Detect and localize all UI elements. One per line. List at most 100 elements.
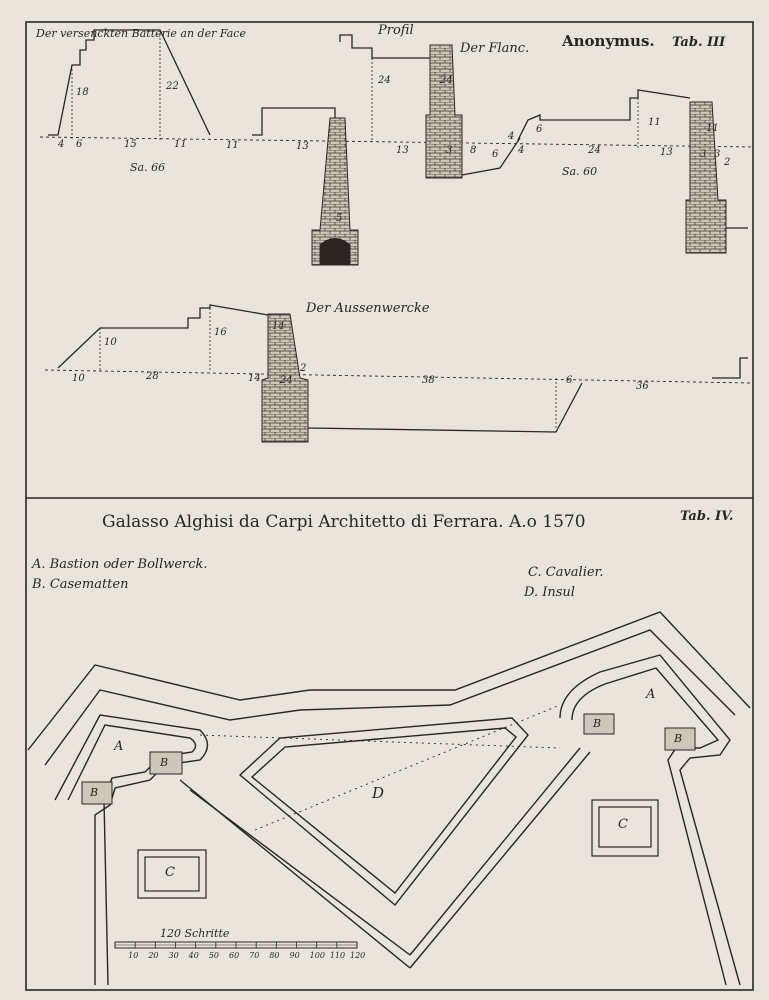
wall-flanc bbox=[425, 44, 463, 179]
dim-label: 13 bbox=[296, 141, 309, 152]
plan-label-b: B bbox=[593, 717, 602, 730]
cavalier-c-right-inner bbox=[598, 806, 652, 848]
dim-label: 5 bbox=[336, 213, 343, 224]
dim-label: 16 bbox=[214, 327, 227, 338]
sightline-2 bbox=[254, 704, 561, 831]
scale-tick-label: 90 bbox=[289, 951, 300, 960]
plan-label-d: D bbox=[372, 784, 385, 802]
profile-second bbox=[252, 107, 336, 136]
title-outerworks: Der Aussenwercke bbox=[306, 301, 430, 316]
dim-label: 2 bbox=[724, 157, 731, 168]
casemate-b-right-2 bbox=[664, 727, 696, 751]
wall-fourth bbox=[685, 101, 727, 254]
legend-a: A. Bastion oder Bollwerck. bbox=[32, 557, 208, 572]
scale-tick-label: 70 bbox=[249, 951, 260, 960]
dim-label: 11 bbox=[706, 123, 719, 134]
dim-label: 10 bbox=[72, 373, 85, 384]
scale-tick-label: 110 bbox=[329, 951, 346, 960]
dim-label: 13 bbox=[396, 145, 409, 156]
plan-island-d-inner bbox=[250, 727, 517, 894]
cavalier-c-left-inner bbox=[144, 856, 200, 892]
scale-tick-label: 30 bbox=[168, 951, 179, 960]
title-face-battery: Der versenckten Batterie an der Face bbox=[36, 27, 246, 40]
plan-outer-trace bbox=[27, 611, 751, 751]
plan-label-c-left: C bbox=[165, 865, 175, 880]
outer-border bbox=[25, 21, 754, 991]
dim-label: 6 bbox=[566, 375, 573, 386]
plan-label-b: B bbox=[160, 756, 169, 769]
scale-title: 120 Schritte bbox=[160, 927, 230, 940]
dim-label: 38 bbox=[422, 375, 435, 386]
dim-label: 11 bbox=[174, 139, 187, 150]
plan-left-bastion bbox=[54, 714, 209, 985]
dim-label: 18 bbox=[76, 87, 89, 98]
profile-face-battery bbox=[48, 29, 211, 136]
plan-label-a-left: A bbox=[114, 739, 124, 754]
profile-fourth bbox=[517, 89, 691, 141]
sum-label-1: Sa. 66 bbox=[130, 161, 166, 174]
author-name: Anonymus. bbox=[562, 32, 655, 50]
scale-tick-label: 80 bbox=[269, 951, 280, 960]
casemate-arch bbox=[319, 238, 351, 266]
dim-label: 2 bbox=[300, 363, 307, 374]
dim-label: 13 bbox=[660, 147, 673, 158]
dim-label: 6 bbox=[76, 139, 83, 150]
dim-label: 3 bbox=[714, 149, 721, 160]
dim-label: 6 bbox=[536, 124, 543, 135]
plan-label-a-right: A bbox=[646, 687, 656, 702]
dim-label: 3 bbox=[446, 145, 453, 156]
label-flanc: Der Flanc. bbox=[460, 41, 530, 56]
scale-tick-label: 60 bbox=[229, 951, 240, 960]
plan-label-b: B bbox=[90, 786, 99, 799]
profile-flanc-foot bbox=[461, 137, 521, 176]
tab-iii-label: Tab. III bbox=[672, 35, 726, 50]
dim-label: 11 bbox=[648, 117, 661, 128]
dim-label: 24 bbox=[378, 75, 391, 86]
scale-tick-label: 10 bbox=[128, 951, 139, 960]
dim-label: 4 bbox=[58, 139, 65, 150]
plan-counterscarp bbox=[44, 629, 736, 766]
dim-label: 15 bbox=[124, 139, 137, 150]
dim-label: 24 bbox=[280, 375, 293, 386]
outerworks-glacis bbox=[712, 357, 748, 379]
dim-label: 14 bbox=[248, 373, 261, 384]
plan-island-d bbox=[238, 717, 529, 907]
profile-outerworks bbox=[57, 304, 269, 369]
dim-label: 24 bbox=[440, 75, 453, 86]
dim-label: 22 bbox=[166, 81, 179, 92]
scale-tick-label: 50 bbox=[208, 951, 220, 960]
legend-d: D. Insul bbox=[524, 585, 575, 600]
plan-curtain-left-inner bbox=[189, 789, 411, 956]
plan-title: Galasso Alghisi da Carpi Architetto di F… bbox=[102, 512, 586, 532]
legend-c: C. Cavalier. bbox=[528, 565, 604, 580]
plan-label-b: B bbox=[674, 732, 683, 745]
sum-label-2: Sa. 60 bbox=[562, 165, 598, 178]
tab-iv-label: Tab. IV. bbox=[680, 509, 734, 524]
scale-tick-label: 40 bbox=[188, 951, 199, 960]
plan-curtain-right bbox=[409, 751, 591, 969]
scale-tick-label: 120 bbox=[350, 951, 366, 960]
dim-label: 10 bbox=[104, 337, 117, 348]
plan-left-bastion-inner bbox=[67, 724, 197, 986]
casemate-b-right-1 bbox=[583, 713, 615, 735]
dim-label: 24 bbox=[588, 145, 601, 156]
dim-label: 28 bbox=[146, 371, 159, 382]
baseline-top bbox=[39, 136, 753, 148]
plan-curtain-right-inner bbox=[409, 747, 581, 956]
dim-label: 6 bbox=[492, 149, 499, 160]
casemate-b-left-1 bbox=[149, 751, 183, 775]
sightline-1 bbox=[199, 734, 561, 749]
casemate-b-left-2 bbox=[81, 781, 113, 805]
dim-label: 11 bbox=[226, 140, 239, 151]
dim-label: 3 bbox=[700, 149, 707, 160]
dim-label: 8 bbox=[470, 145, 477, 156]
label-profil: Profil bbox=[378, 23, 414, 38]
outerworks-ditch bbox=[307, 382, 583, 433]
wall-casemate-tower bbox=[311, 117, 359, 266]
legend-b: B. Casematten bbox=[32, 577, 129, 592]
profile-flanc bbox=[339, 34, 432, 59]
dim-label: 36 bbox=[636, 381, 649, 392]
wall-outerworks bbox=[261, 313, 309, 443]
dim-label: 4 bbox=[518, 145, 525, 156]
